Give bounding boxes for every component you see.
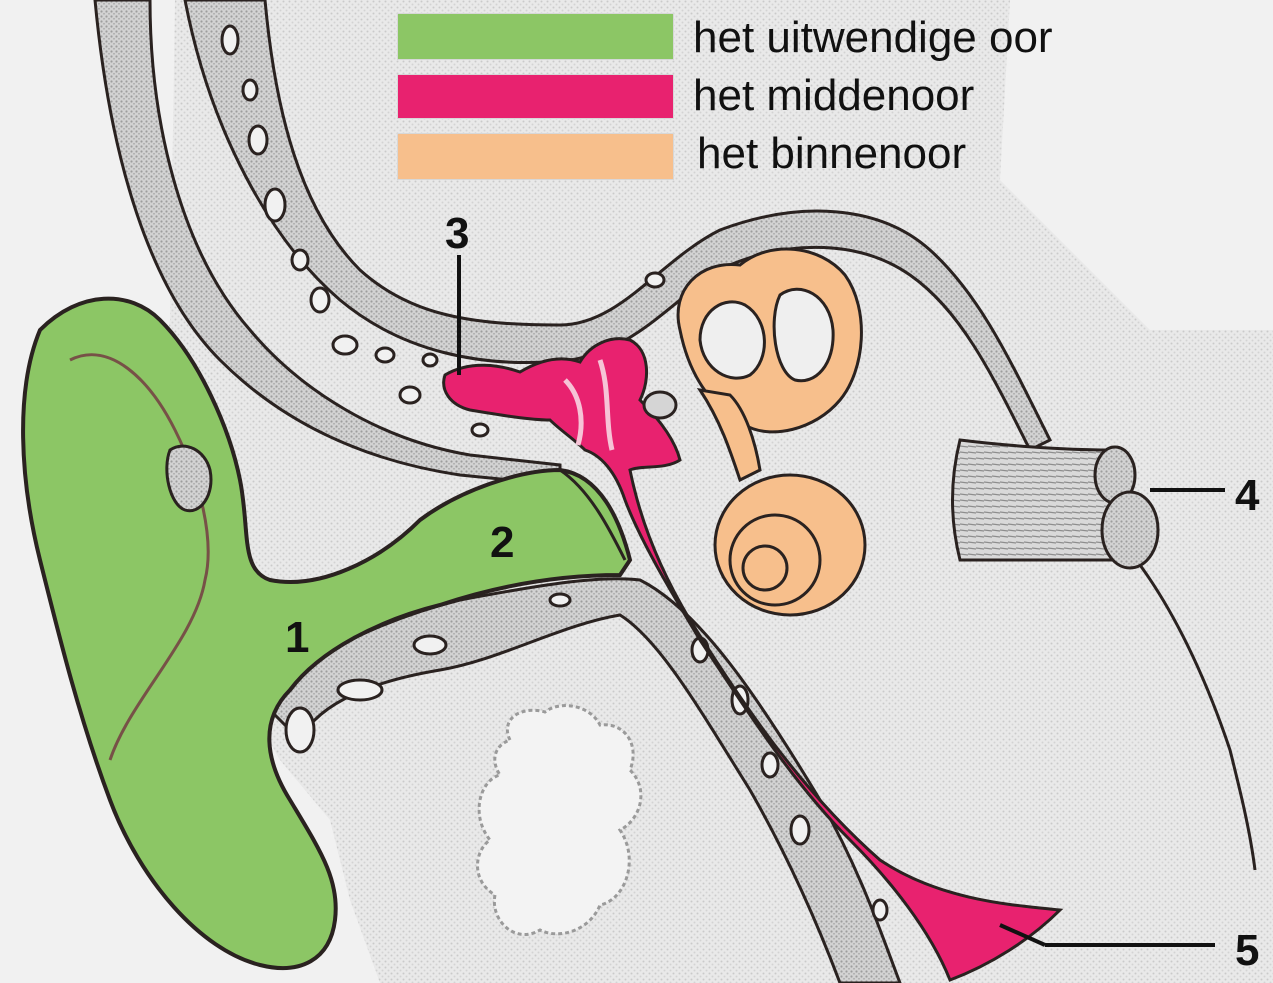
legend-swatch-inner-ear [397, 133, 674, 180]
label-3: 3 [445, 209, 469, 258]
label-5: 5 [1235, 926, 1259, 975]
legend-label-middle-ear: het middenoor [693, 72, 974, 120]
cochlea [715, 475, 865, 615]
label-2: 2 [490, 518, 514, 567]
legend-swatch-outer-ear [397, 13, 674, 60]
label-1: 1 [285, 613, 309, 662]
legend-swatch-middle-ear [397, 74, 674, 119]
oval-window [644, 392, 676, 418]
legend-label-inner-ear: het binnenoor [697, 130, 966, 178]
auricle-inner-hole [167, 446, 211, 511]
canal-hole-2 [774, 289, 833, 381]
legend-label-outer-ear: het uitwendige oor [693, 14, 1053, 62]
auditory-nerve [953, 440, 1159, 568]
canal-hole-1 [700, 302, 764, 378]
label-4: 4 [1235, 471, 1260, 520]
